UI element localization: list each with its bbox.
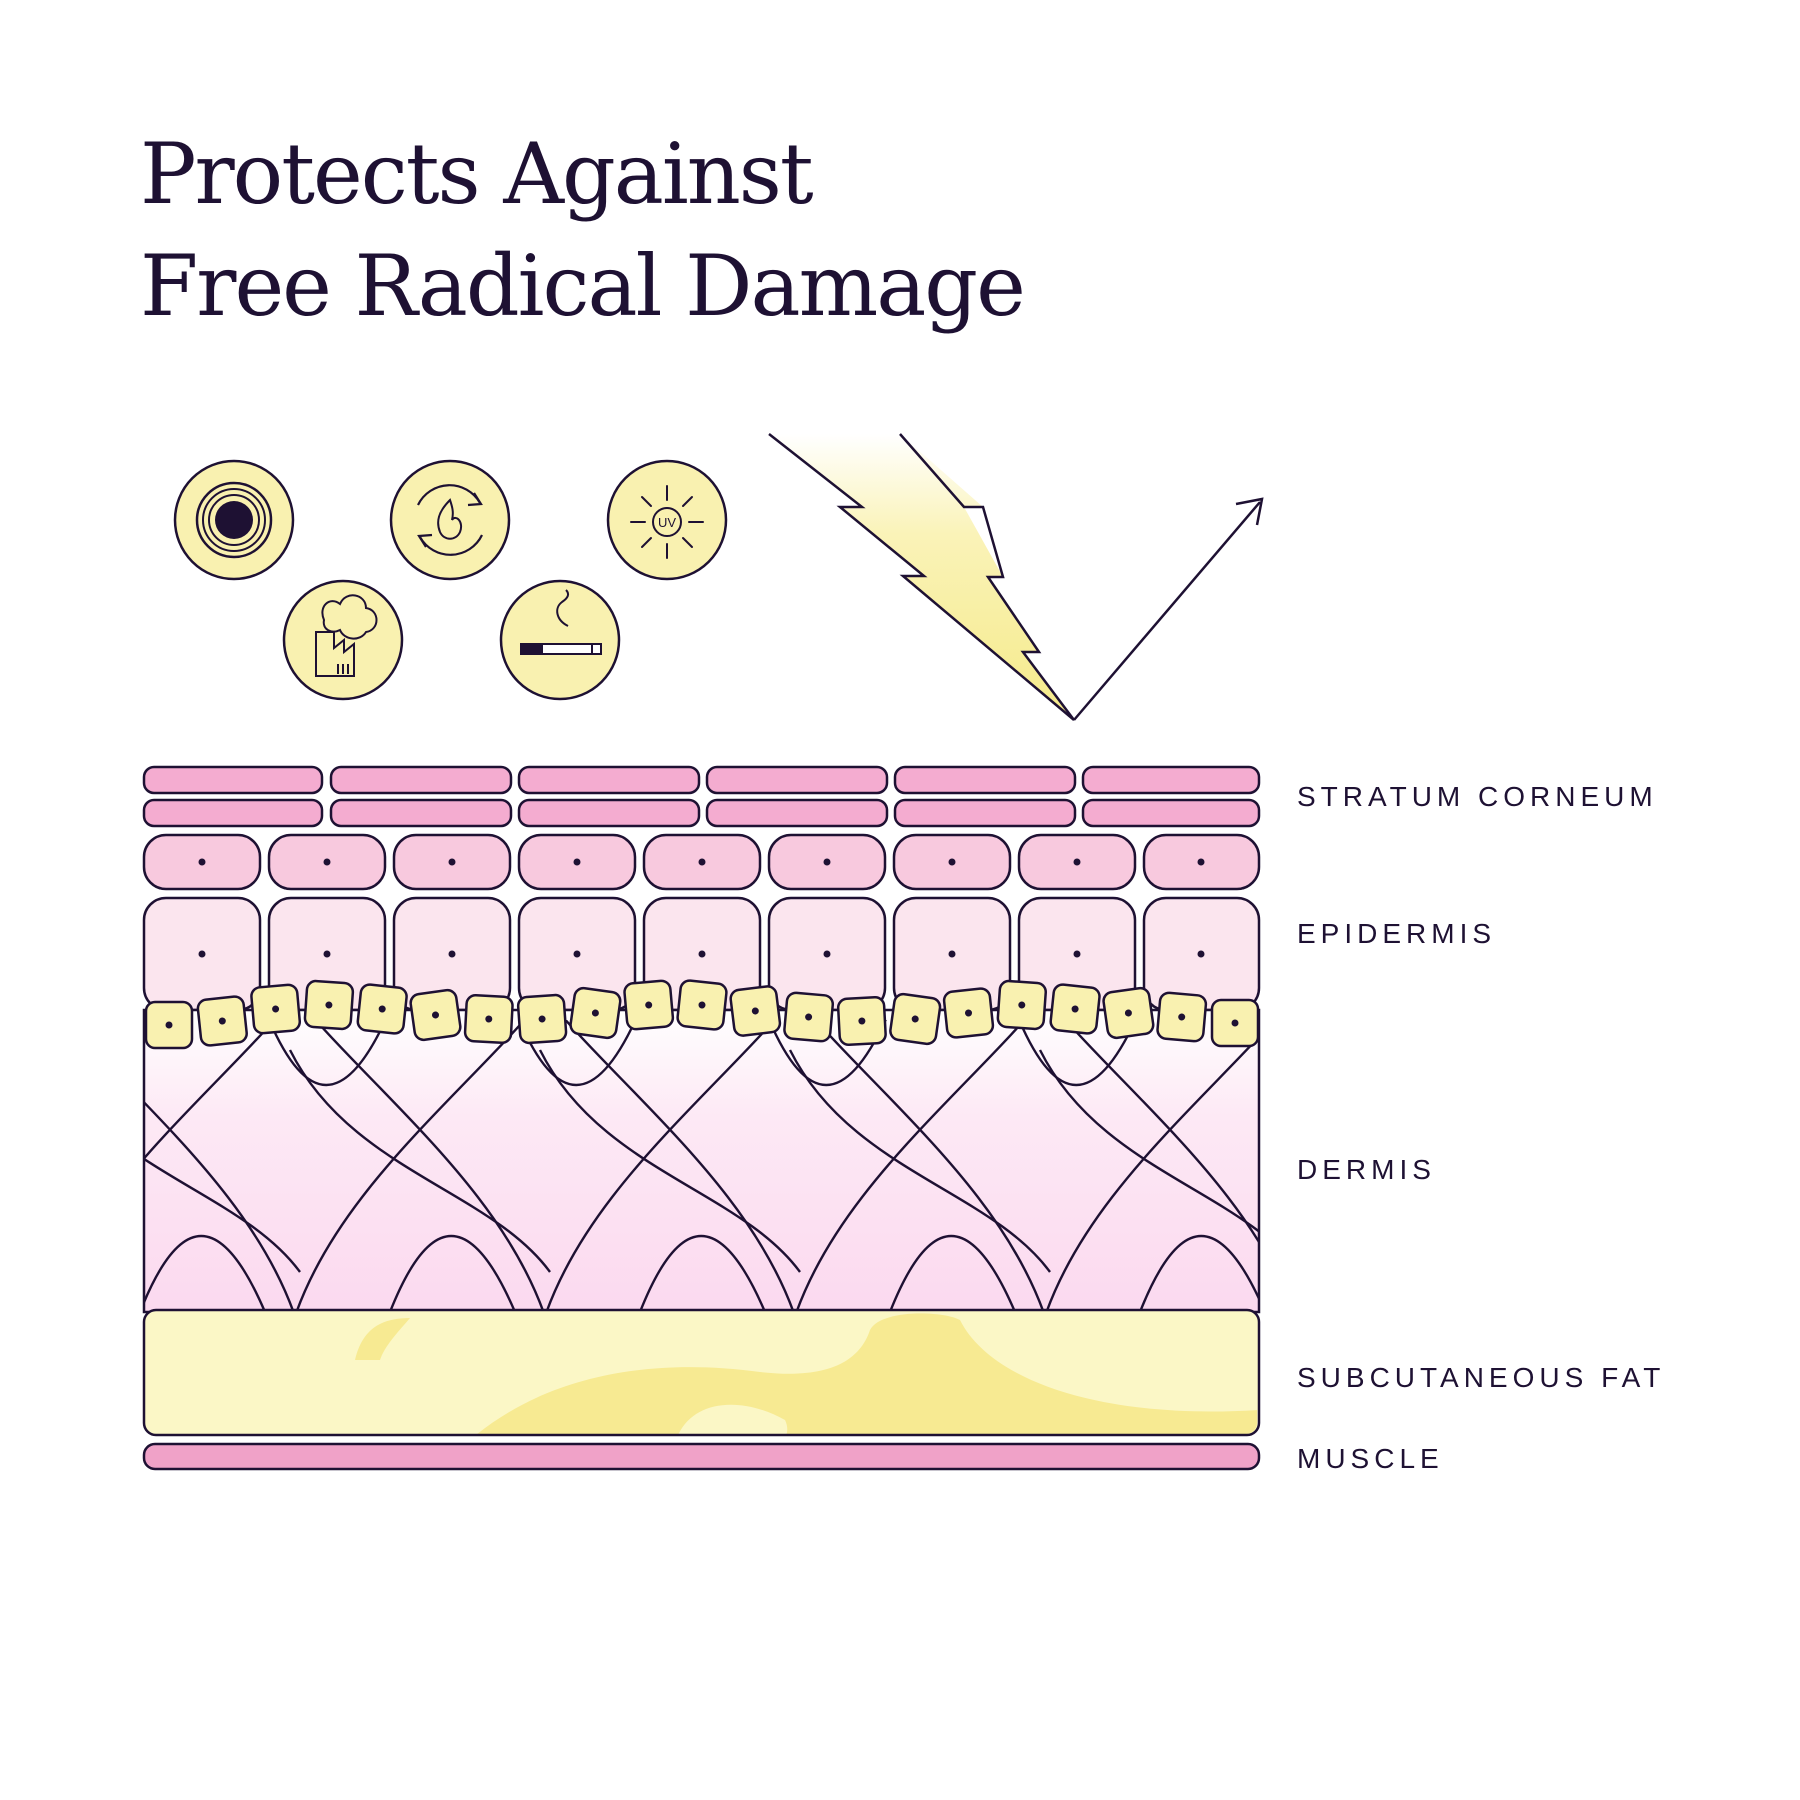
label-stratum-corneum: STRATUM CORNEUM: [1297, 781, 1658, 812]
basal-cell: [196, 995, 248, 1047]
uv-sun-icon: UV: [606, 459, 728, 581]
basal-cell: [144, 1000, 194, 1050]
basal-cell: [942, 987, 995, 1039]
basal-cell-row: [144, 979, 1260, 1050]
factory-smoke-icon: [282, 579, 404, 701]
basal-cell: [516, 993, 568, 1045]
title-line-2: Free Radical Damage: [140, 237, 1026, 335]
basal-cell: [729, 985, 782, 1037]
lightning-bolt-icon: [768, 433, 1075, 721]
pollution-target-icon: [173, 459, 295, 581]
basal-cell: [836, 996, 887, 1046]
title-line-1: Protects Against: [140, 125, 814, 223]
stratum-corneum-layer: [142, 765, 1261, 828]
reflection-arrow-icon: [1073, 497, 1264, 721]
basal-cell: [1049, 983, 1101, 1035]
basal-cell: [676, 979, 728, 1031]
basal-cell: [303, 979, 355, 1031]
basal-cell: [623, 979, 675, 1031]
label-dermis: DERMIS: [1297, 1154, 1436, 1185]
basal-cell: [409, 988, 462, 1042]
page-title: Protects Against Free Radical Damage: [140, 118, 1026, 342]
basal-cell: [1102, 986, 1155, 1040]
cigarette-smoke-icon: [499, 579, 621, 701]
basal-cell: [1210, 998, 1260, 1048]
label-muscle: MUSCLE: [1297, 1443, 1444, 1474]
basal-cell: [356, 983, 408, 1035]
label-subcutaneous-fat: SUBCUTANEOUS FAT: [1297, 1362, 1665, 1393]
heat-fire-icon: [389, 459, 511, 581]
basal-cell: [889, 992, 942, 1046]
subcutaneous-fat-layer: [142, 1308, 1261, 1437]
label-epidermis: EPIDERMIS: [1297, 918, 1496, 949]
basal-cell: [463, 994, 514, 1044]
basal-cell: [250, 983, 302, 1035]
muscle-layer: [142, 1442, 1261, 1471]
basal-cell: [996, 979, 1047, 1031]
epidermis-upper-cells: [142, 833, 1261, 891]
uv-label: UV: [658, 515, 676, 530]
basal-cell: [1156, 991, 1208, 1043]
epidermis-lower-cells: [142, 896, 1261, 1012]
basal-cell: [569, 986, 622, 1040]
basal-cell: [783, 991, 835, 1043]
